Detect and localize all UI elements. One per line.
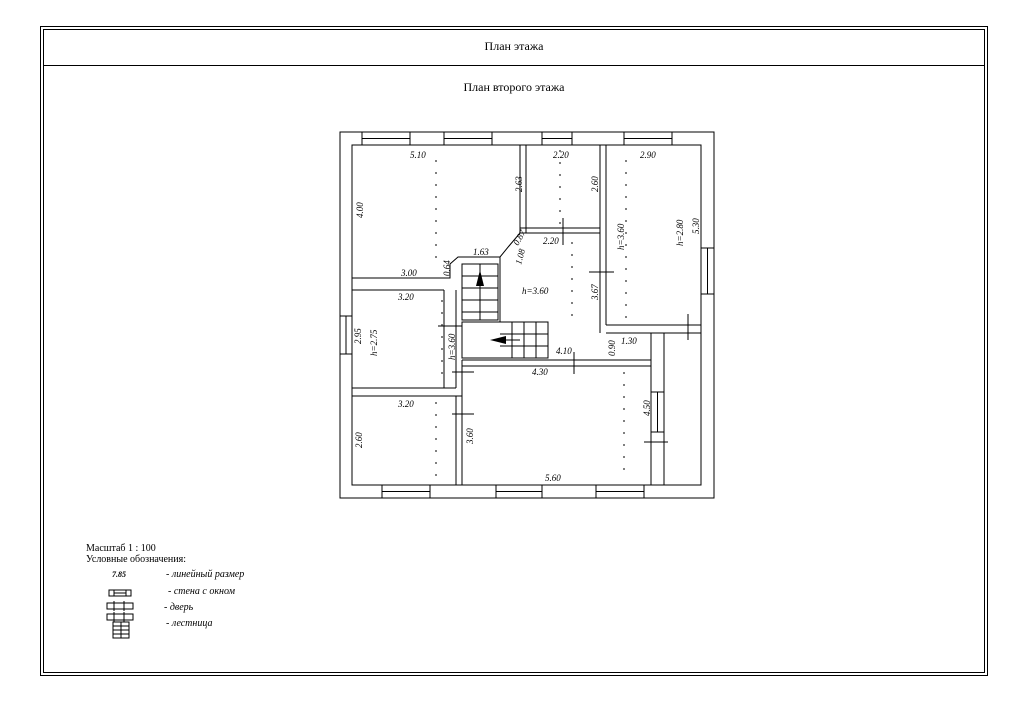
- legend-stair-icon: [106, 612, 134, 639]
- title-bar: План этажа: [43, 29, 985, 66]
- dim-320b: 3.20: [397, 399, 414, 409]
- doors: [438, 218, 689, 443]
- right-windows: [650, 247, 715, 433]
- height-275: h=2.75: [369, 329, 379, 356]
- height-360a: h=3.60: [616, 223, 626, 250]
- dim-295: 2.95: [353, 328, 363, 344]
- dim-263: 2.63: [514, 176, 524, 192]
- legend-item-dimension: - линейный размер: [166, 569, 245, 580]
- dim-087: 0.87: [511, 228, 528, 247]
- legend-scale: Масштаб 1 : 100: [86, 543, 156, 554]
- dim-163: 1.63: [473, 247, 489, 257]
- dim-290: 2.90: [640, 150, 656, 160]
- dim-367: 3.67: [590, 284, 600, 301]
- dim-108: 1.08: [513, 247, 527, 265]
- legend-item-window-wall: - стена с окном: [168, 586, 235, 597]
- legend-door-icon: [106, 601, 134, 611]
- dimension-labels: 5.10 2.20 2.90 4.00 2.63 2.60 h=3.60 h=2…: [353, 150, 701, 483]
- dim-410: 4.10: [556, 346, 572, 356]
- dim-220a: 2.20: [553, 150, 569, 160]
- left-window: [339, 315, 353, 355]
- interior-walls: [352, 145, 701, 485]
- top-windows: [361, 131, 673, 146]
- dim-300: 3.00: [400, 268, 417, 278]
- drawing-inner-frame: [43, 29, 985, 673]
- stair-arrows: [476, 270, 520, 344]
- legend-heading: Условные обозначения:: [86, 554, 187, 565]
- dim-260a: 2.60: [590, 176, 600, 192]
- dim-430: 4.30: [532, 367, 548, 377]
- dim-360: 3.60: [465, 428, 475, 445]
- dim-560: 5.60: [545, 473, 561, 483]
- bottom-windows: [381, 484, 645, 499]
- plan-title: План второго этажа: [463, 80, 565, 94]
- height-280: h=2.80: [675, 219, 685, 246]
- dim-400: 4.00: [355, 202, 365, 218]
- height-360b: h=3.60: [522, 286, 549, 296]
- dim-064: 0.64: [442, 260, 452, 276]
- dim-510: 5.10: [410, 150, 426, 160]
- legend: Масштаб 1 : 100 Условные обозначения:: [86, 543, 186, 565]
- drawing-outer-frame: [40, 26, 988, 676]
- legend-window-wall-icon: [108, 589, 132, 597]
- height-360c: h=3.60: [447, 333, 457, 360]
- legend-sample-dimension: 7.85: [112, 570, 126, 579]
- dim-320a: 3.20: [397, 292, 414, 302]
- dim-260b: 2.60: [354, 432, 364, 448]
- legend-item-stair: - лестница: [166, 618, 213, 629]
- dim-450: 4.50: [642, 400, 652, 416]
- legend-item-door: - дверь: [164, 602, 194, 613]
- dim-130: 1.30: [621, 336, 637, 346]
- outer-wall-outline: [339, 131, 715, 499]
- dim-090: 0.90: [607, 340, 617, 356]
- header-title: План этажа: [484, 39, 544, 53]
- room-axis-marks: [435, 150, 627, 478]
- dim-530: 5.30: [691, 218, 701, 234]
- staircase: [461, 263, 549, 359]
- dim-220b: 2.20: [543, 236, 559, 246]
